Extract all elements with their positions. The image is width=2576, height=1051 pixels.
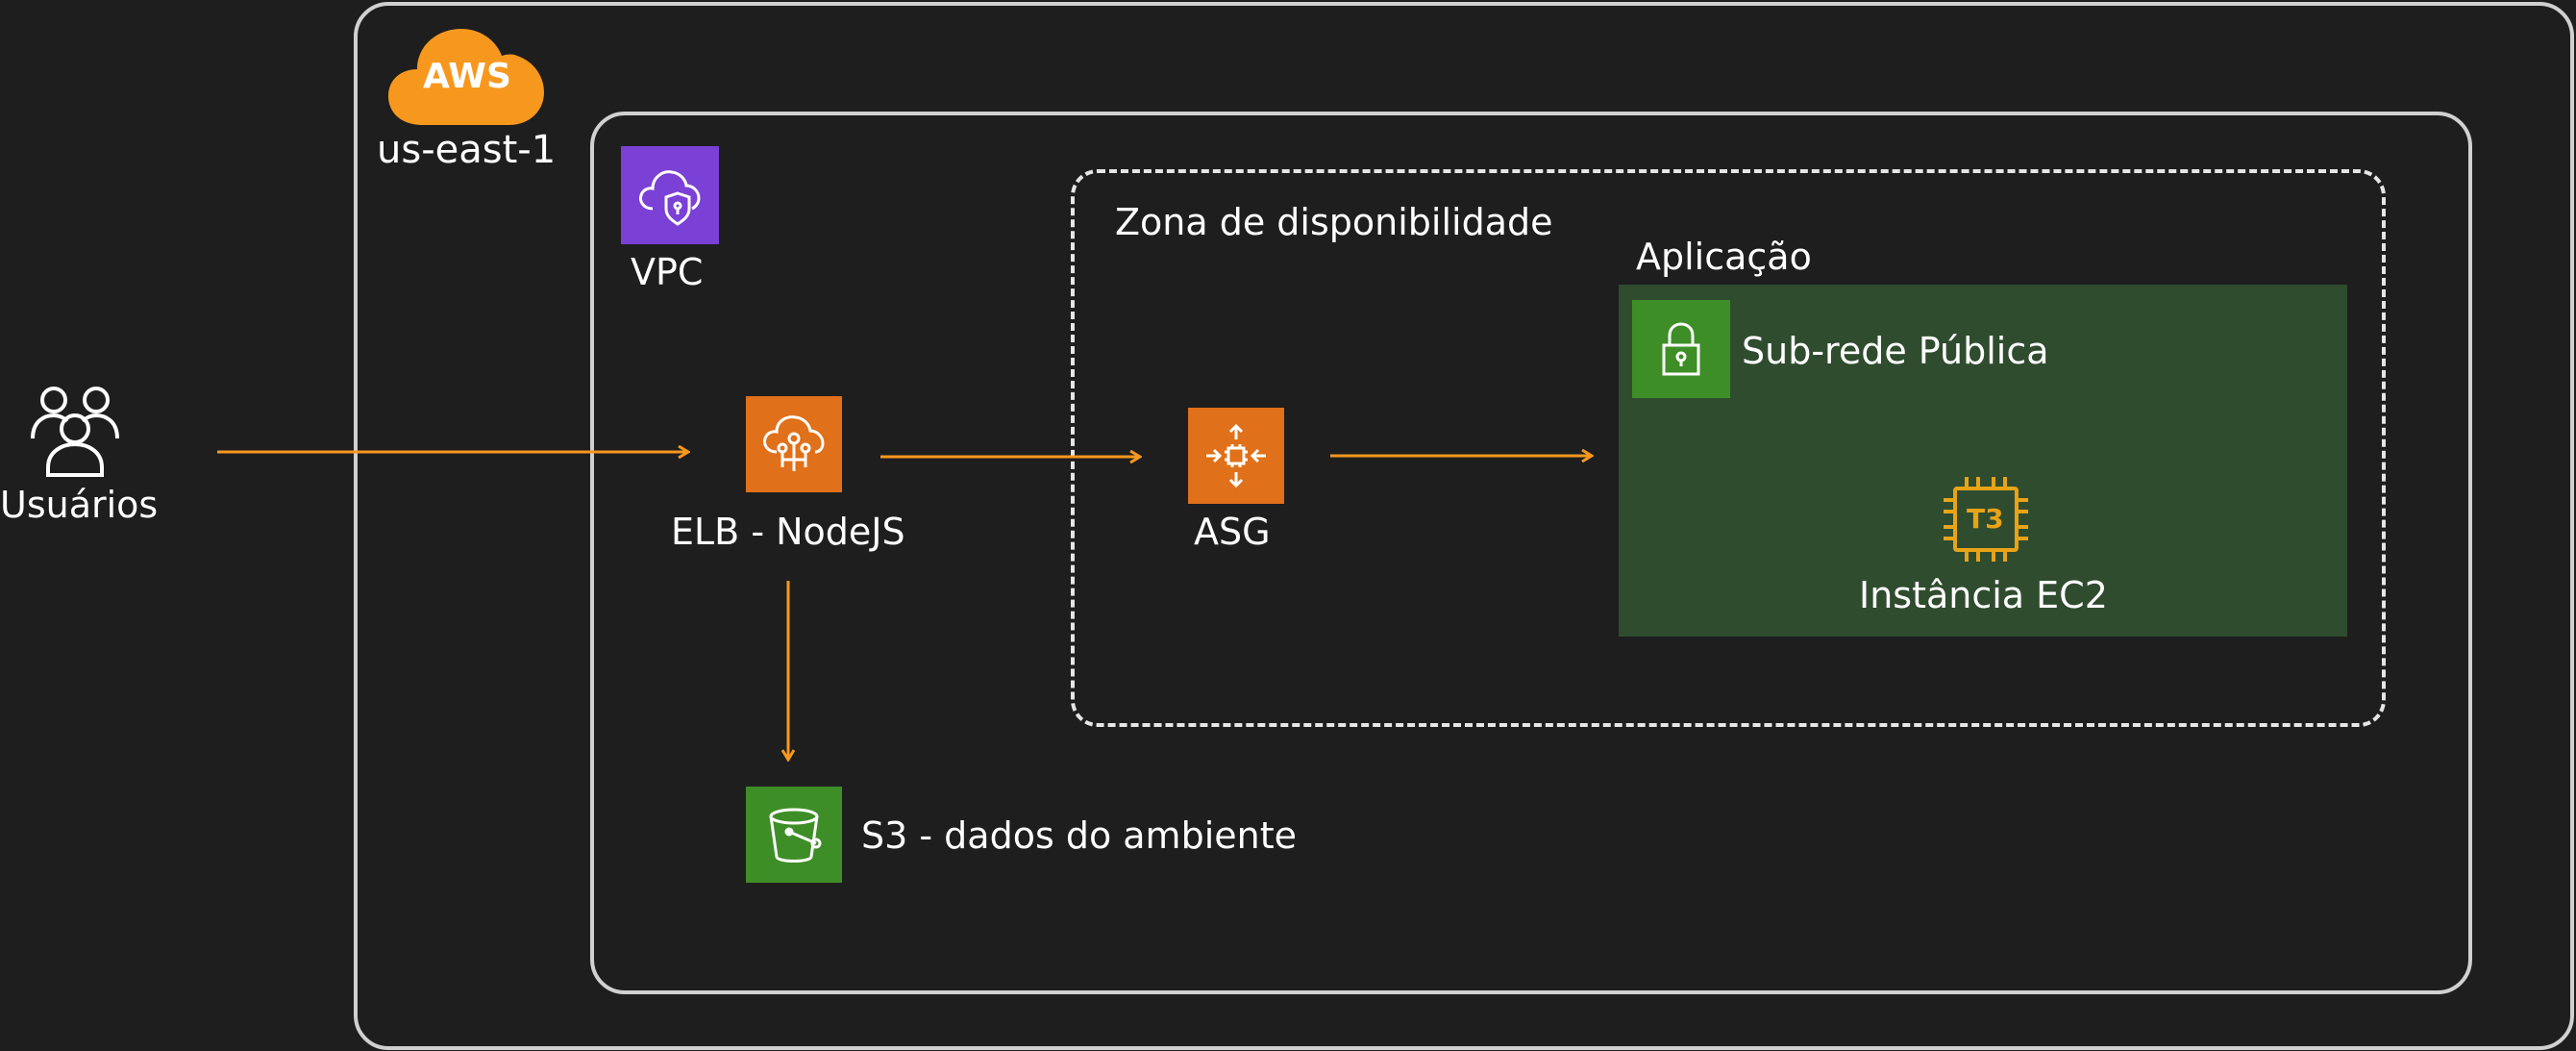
vpc-cloud-shield-icon bbox=[621, 146, 719, 244]
vpc-box bbox=[590, 112, 2472, 994]
users-label: Usuários bbox=[0, 484, 159, 526]
aws-cloud-icon bbox=[384, 21, 550, 129]
lock-icon bbox=[1632, 300, 1730, 398]
subnet-label: Sub-rede Pública bbox=[1742, 330, 2049, 372]
availability-zone-label: Zona de disponibilidade bbox=[1115, 201, 1553, 243]
ec2-label: Instância EC2 bbox=[1859, 574, 2108, 616]
availability-zone-box bbox=[1071, 169, 2386, 727]
ec2-chip-icon[interactable] bbox=[1938, 471, 2034, 567]
users-icon bbox=[25, 383, 125, 477]
elb-icon[interactable] bbox=[746, 396, 842, 492]
asg-icon[interactable] bbox=[1188, 408, 1284, 504]
ec2-chip-text: T3 bbox=[1967, 503, 2004, 535]
public-subnet-box bbox=[1619, 285, 2347, 637]
aws-badge-text: AWS bbox=[423, 57, 511, 96]
aws-region-box bbox=[354, 2, 2574, 1050]
vpc-label: VPC bbox=[631, 251, 704, 293]
asg-label: ASG bbox=[1194, 511, 1271, 553]
region-label: us-east-1 bbox=[377, 128, 557, 172]
s3-bucket-icon[interactable] bbox=[746, 787, 842, 883]
elb-label: ELB - NodeJS bbox=[671, 511, 905, 553]
application-label: Aplicação bbox=[1636, 236, 1812, 278]
s3-label: S3 - dados do ambiente bbox=[861, 814, 1297, 857]
